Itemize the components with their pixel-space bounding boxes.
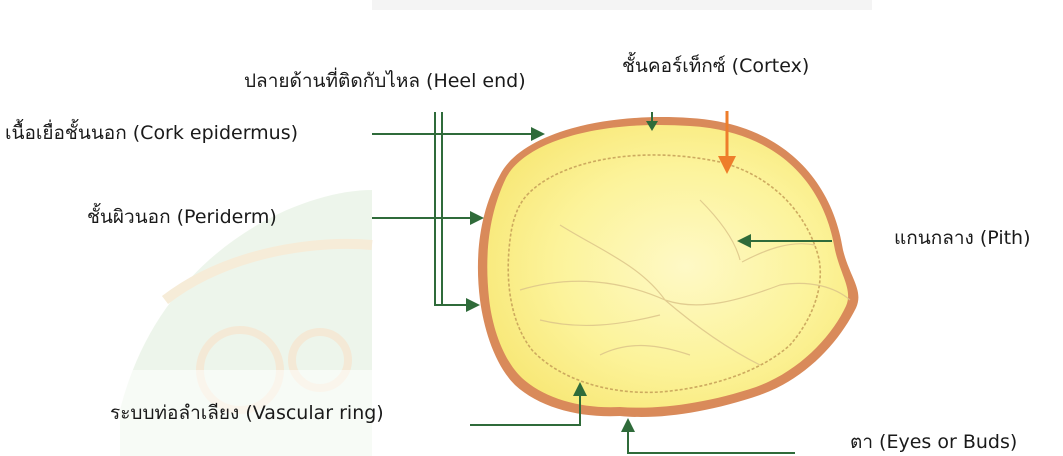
vascular-ring: [507, 154, 822, 394]
label-vascular-ring: ระบบท่อลำเลียง (Vascular ring): [110, 402, 384, 424]
label-pith: แกนกลาง (Pith): [894, 227, 1031, 249]
arrow-cortex-marker-head: [646, 121, 658, 131]
arrow-pith-head: [737, 234, 751, 248]
arrow-heel-end: [434, 112, 468, 306]
label-heel-end: ปลายด้านที่ติดกับไหล (Heel end): [244, 70, 526, 92]
arrow-eyes: [627, 430, 795, 454]
arrow-cork-epidermus-head: [531, 127, 545, 141]
arrow-heel-end-head: [466, 298, 480, 312]
arrow-periderm-head: [470, 211, 484, 225]
arrow-eyes-head: [621, 418, 635, 432]
label-cortex: ชั้นคอร์เท็กซ์ (Cortex): [622, 55, 810, 77]
label-cork-epidermus: เนื้อเยื่อชั้นนอก (Cork epidermus): [5, 122, 299, 144]
arrow-vascular-ring-head: [573, 382, 587, 396]
arrow-cortex-head: [718, 156, 736, 174]
label-eyes: ตา (Eyes or Buds): [850, 431, 1018, 453]
arrow-vascular-ring: [470, 395, 581, 426]
pith-lines: [519, 199, 851, 366]
potato-flesh: [487, 124, 849, 408]
label-periderm: ชั้นผิวนอก (Periderm): [87, 206, 277, 228]
